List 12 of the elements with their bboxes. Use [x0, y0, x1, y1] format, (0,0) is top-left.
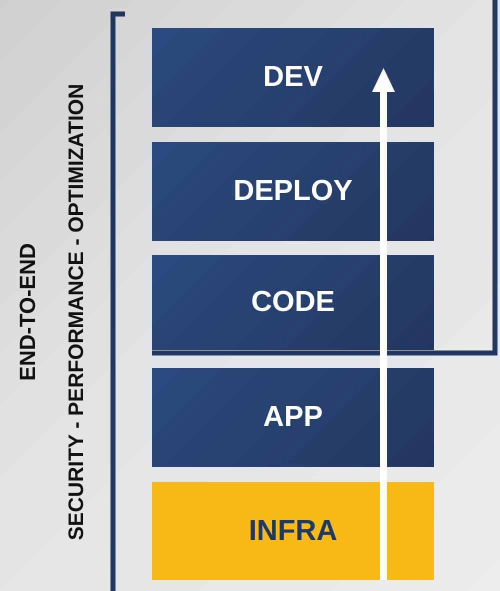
layer-label: APP — [263, 401, 323, 434]
layer-box — [152, 368, 434, 467]
layer-label: DEPLOY — [233, 175, 353, 208]
layer-label: CODE — [251, 286, 335, 319]
layer-box — [152, 28, 434, 127]
layer-box — [152, 142, 434, 241]
layer-label: INFRA — [248, 514, 338, 548]
layer-box — [152, 255, 434, 350]
layer-label: DEV — [263, 61, 323, 94]
side-label: SECURITY - PERFORMANCE - OPTIMIZATION — [65, 84, 88, 540]
side-label: END-TO-END — [15, 243, 40, 381]
layer-box — [152, 482, 434, 580]
